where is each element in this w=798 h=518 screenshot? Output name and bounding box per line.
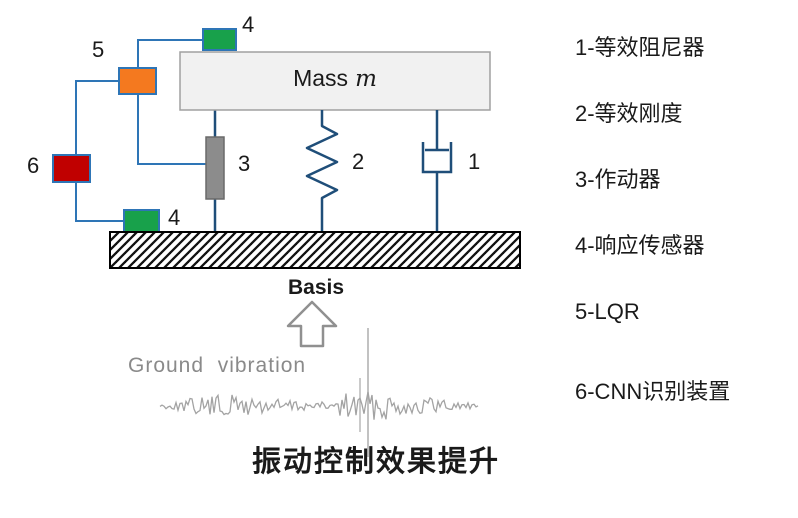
mass-block bbox=[179, 51, 491, 111]
caption-title: 振动控制效果提升 bbox=[252, 446, 501, 478]
damper-symbol bbox=[421, 110, 453, 232]
mass-label-text: Mass bbox=[293, 65, 349, 91]
label-damper: 1 bbox=[468, 149, 481, 174]
mass-variable: m bbox=[355, 66, 377, 92]
lqr-controller-box bbox=[118, 67, 157, 95]
ground-vibration-waveform bbox=[159, 391, 479, 420]
label-cnn: 6 bbox=[27, 153, 40, 178]
label-sensor-bottom: 4 bbox=[168, 205, 181, 230]
legend-item-lqr: 5-LQR bbox=[575, 299, 640, 324]
spring-symbol bbox=[305, 110, 339, 232]
legend-item-stiffness: 2-等效刚度 bbox=[575, 101, 683, 126]
control-loop-lines bbox=[75, 39, 206, 222]
label-actuator: 3 bbox=[238, 151, 251, 176]
response-sensor-top bbox=[202, 28, 237, 51]
label-lqr: 5 bbox=[92, 37, 105, 62]
actuator-body bbox=[205, 136, 225, 200]
up-arrow-icon bbox=[286, 300, 338, 348]
label-spring: 2 bbox=[352, 149, 365, 174]
legend-item-cnn: 6-CNN识别装置 bbox=[575, 379, 731, 404]
basis-ground bbox=[109, 231, 521, 269]
legend-item-damper: 1-等效阻尼器 bbox=[575, 35, 705, 60]
response-sensor-bottom bbox=[123, 209, 160, 233]
label-sensor-top: 4 bbox=[242, 12, 255, 37]
legend-item-actuator: 3-作动器 bbox=[575, 167, 661, 192]
cnn-identifier-box bbox=[52, 154, 91, 183]
legend-item-sensor: 4-响应传感器 bbox=[575, 233, 705, 258]
basis-label: Basis bbox=[287, 276, 345, 299]
ground-vibration-label: Ground vibration bbox=[128, 354, 307, 377]
